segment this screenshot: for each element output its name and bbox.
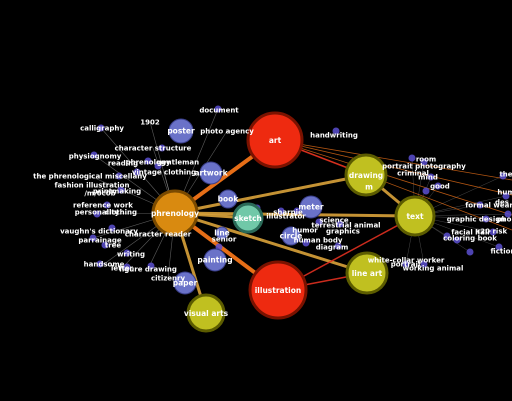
word-label[interactable]: parrainage xyxy=(78,237,121,245)
node-paper[interactable] xyxy=(173,271,197,295)
graph-dot[interactable] xyxy=(97,124,105,132)
word-label[interactable]: vaughn's dictionary xyxy=(60,228,138,236)
graph-dot[interactable] xyxy=(482,215,490,223)
graph-dot[interactable] xyxy=(108,224,116,232)
word-label[interactable]: des xyxy=(495,199,509,207)
word-label[interactable]: /m/0c0b xyxy=(84,190,115,198)
graph-dot[interactable] xyxy=(476,201,484,209)
hub-node-drawing[interactable] xyxy=(344,153,388,197)
graph-dot[interactable] xyxy=(90,151,98,159)
graph-dot[interactable] xyxy=(453,236,461,244)
graph-dot[interactable] xyxy=(504,210,512,218)
edge-phrenology-line-art xyxy=(173,211,369,275)
graph-dot[interactable] xyxy=(420,158,428,166)
edge-phrenology-text xyxy=(173,211,417,218)
hub-node-phrenology[interactable] xyxy=(151,189,199,237)
long-edge xyxy=(274,139,512,216)
graph-dot[interactable] xyxy=(158,144,166,152)
graph-dot[interactable] xyxy=(499,172,507,180)
graph-dot[interactable] xyxy=(214,105,222,113)
node-circle[interactable] xyxy=(281,226,301,246)
node-painting[interactable] xyxy=(203,248,227,272)
graph-dot[interactable] xyxy=(315,218,323,226)
hub-node-line-art[interactable] xyxy=(345,251,389,295)
word-label[interactable]: coloring book xyxy=(443,235,497,243)
graph-dot[interactable] xyxy=(402,260,410,268)
graph-dot[interactable] xyxy=(427,173,435,181)
graph-dot[interactable] xyxy=(89,234,97,242)
graph-dot[interactable] xyxy=(336,220,344,228)
node-artwork[interactable] xyxy=(199,161,223,185)
graph-dot[interactable] xyxy=(502,192,510,200)
graph-dot[interactable] xyxy=(123,249,131,257)
graph-dot[interactable] xyxy=(101,241,109,249)
graph-dot[interactable] xyxy=(434,182,442,190)
graph-dot[interactable] xyxy=(489,228,497,236)
graph-dot[interactable] xyxy=(420,260,428,268)
word-label[interactable]: photo agency xyxy=(200,128,254,136)
graph-dot[interactable] xyxy=(277,207,285,215)
graph-dot[interactable] xyxy=(408,154,416,162)
graph-dot[interactable] xyxy=(144,157,152,165)
graph-dot[interactable] xyxy=(96,260,104,268)
graph-dot[interactable] xyxy=(466,248,474,256)
word-label[interactable]: human body xyxy=(294,237,343,245)
graph-dot[interactable] xyxy=(495,243,503,251)
graph-dot[interactable] xyxy=(302,239,310,247)
hub-node-text[interactable] xyxy=(394,195,436,237)
word-label[interactable]: graphics xyxy=(326,228,360,236)
node-poster[interactable] xyxy=(168,118,194,144)
word-label[interactable]: printmaking xyxy=(93,188,141,196)
graph-dot[interactable] xyxy=(147,262,155,270)
node-line[interactable] xyxy=(215,226,229,240)
word-label[interactable]: diagram xyxy=(316,244,349,252)
long-edge xyxy=(274,139,512,196)
graph-dot[interactable] xyxy=(117,186,125,194)
word-label[interactable]: facial hair xyxy=(451,229,491,237)
long-edge xyxy=(274,139,512,181)
word-label[interactable]: clothing xyxy=(105,209,137,217)
hub-node-visual-arts[interactable] xyxy=(186,293,226,333)
graph-dot[interactable] xyxy=(123,263,131,271)
word-label[interactable]: reference work xyxy=(73,202,133,210)
hub-node-sketch[interactable] xyxy=(232,202,264,234)
graph-dot[interactable] xyxy=(293,207,301,215)
graph-dot[interactable] xyxy=(115,172,123,180)
hub-node-art[interactable] xyxy=(246,111,304,169)
graph-dot[interactable] xyxy=(93,210,101,218)
graph-dot[interactable] xyxy=(154,162,162,170)
word-label[interactable]: gentleman xyxy=(157,159,199,167)
word-label[interactable]: working animal xyxy=(403,265,464,273)
graph-dot[interactable] xyxy=(133,168,141,176)
graph-dot[interactable] xyxy=(103,201,111,209)
node-book[interactable] xyxy=(218,189,238,209)
word-label[interactable]: science xyxy=(319,217,349,225)
hub-node-illustration[interactable] xyxy=(248,260,308,320)
node-meter[interactable] xyxy=(299,195,323,219)
word-label[interactable]: reading xyxy=(108,160,138,168)
graph-dot[interactable] xyxy=(332,127,340,135)
word-label[interactable]: handsome xyxy=(84,261,125,269)
graph-dot[interactable] xyxy=(422,187,430,195)
word-label[interactable]: the phrenological miscellany xyxy=(33,173,147,181)
nodes-layer xyxy=(89,105,512,333)
graph-dot[interactable] xyxy=(334,242,342,250)
edge-phrenology-drawing xyxy=(173,173,368,215)
graph-dot[interactable] xyxy=(443,232,451,240)
